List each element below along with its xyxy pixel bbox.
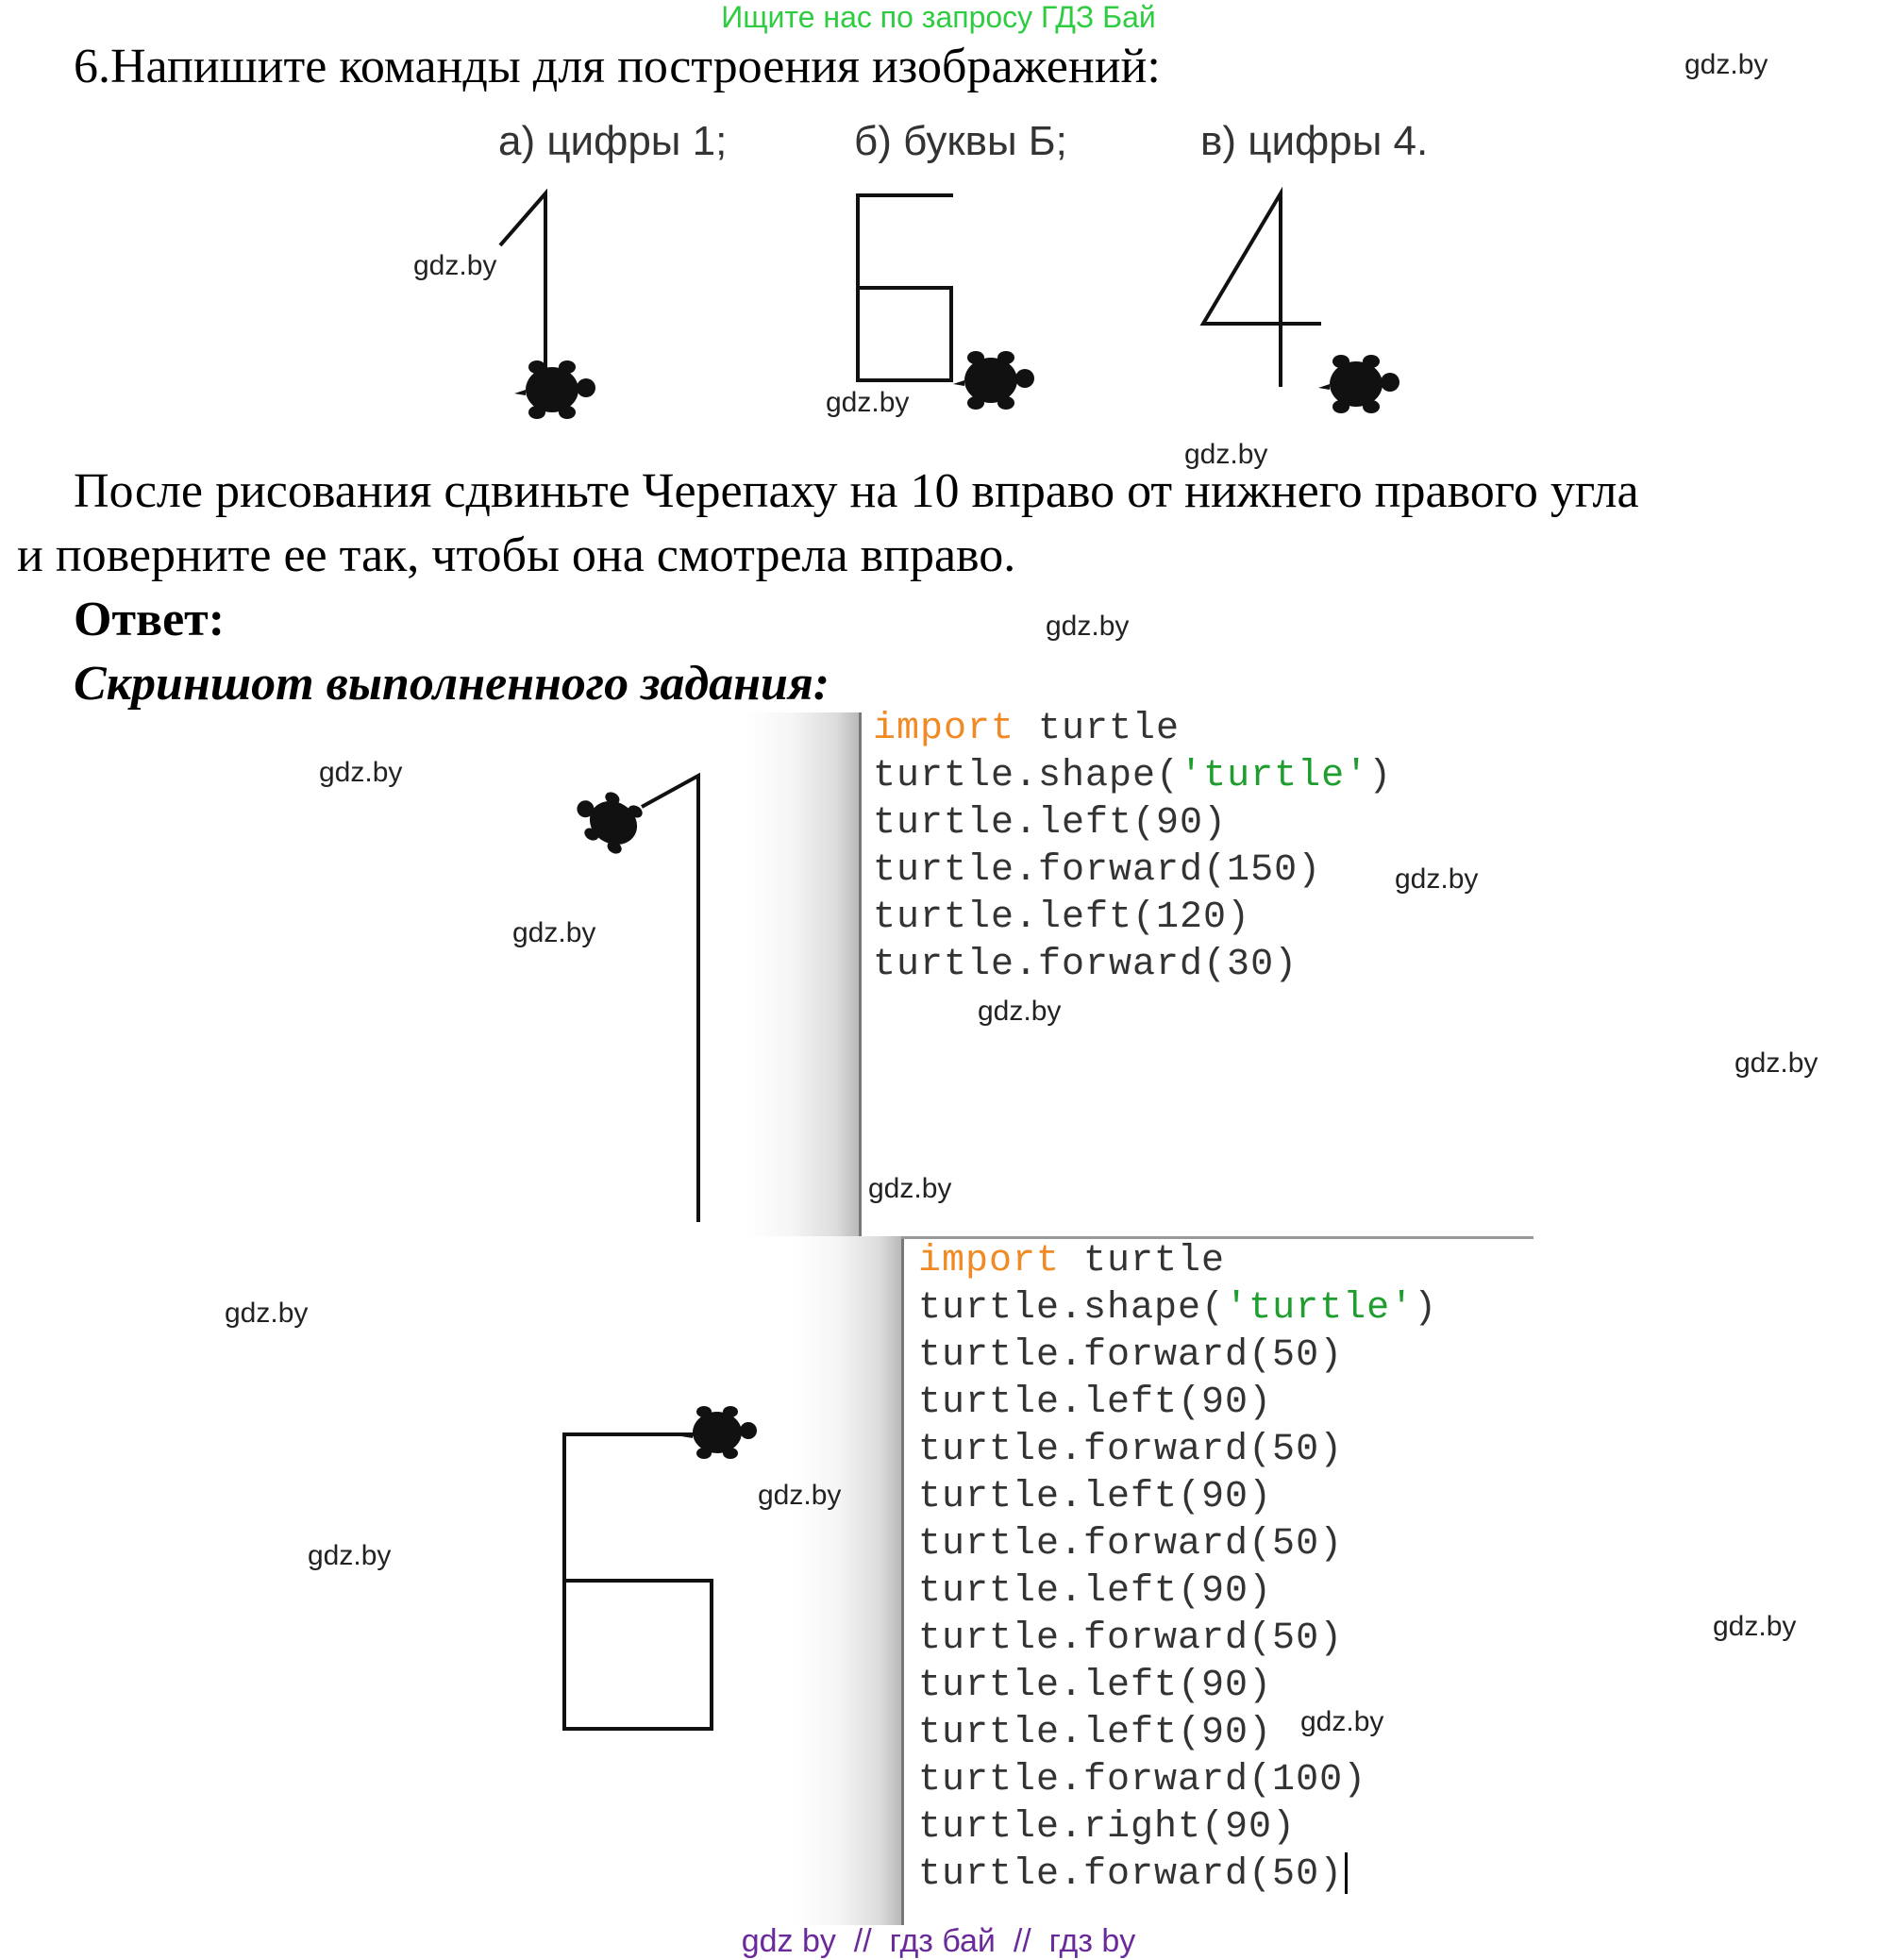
code-line: turtle.left(90) [873,802,1228,845]
watermark: gdz.by [319,757,403,788]
instruction-line-2: и поверните ее так, чтобы она смотрела в… [17,528,1016,582]
watermark: gdz.by [308,1540,392,1571]
figure-letter-b [856,193,1034,410]
option-c-label: в) цифры 4. [1200,118,1429,164]
instruction-line-1: После рисования сдвиньте Черепаху на 10 … [74,464,1639,518]
code-line: turtle.shape('turtle') [918,1287,1438,1330]
watermark: gdz.by [512,917,596,948]
code-editor-2[interactable]: import turtle turtle.shape('turtle') tur… [918,1238,1437,1899]
task-title: 6.Напишите команды для построения изобра… [74,40,1161,93]
code-editor-1[interactable]: import turtle turtle.shape('turtle') tur… [873,706,1392,989]
code-line: turtle.left(90) [918,1382,1273,1424]
code-line: turtle.forward(50) [918,1851,1437,1899]
code-line: turtle.left(120) [873,896,1251,939]
turtle-icon [577,792,643,854]
watermark: gdz.by [1684,49,1768,80]
code-line: turtle.forward(50) [918,1617,1344,1660]
screenshot-1-divider [859,712,862,1236]
turtle-icon [953,351,1034,410]
code-line: import turtle [918,1240,1226,1282]
option-b-label: б) буквы Б; [854,118,1067,164]
text-cursor [1345,1852,1349,1895]
code-line: turtle.left(90) [918,1570,1273,1613]
watermark: gdz.by [1300,1706,1384,1737]
watermark: gdz.by [868,1173,952,1204]
code-line: turtle.shape('turtle') [873,755,1393,797]
watermark: gdz.by [1184,439,1268,470]
screenshot-1-canvas-edge [746,712,859,1236]
watermark: gdz.by [1046,611,1130,642]
screenshot-2-drawing [562,1406,757,1731]
screenshot-2-top-border [901,1236,1533,1239]
code-line: turtle.forward(50) [918,1334,1344,1377]
code-line: turtle.forward(50) [918,1523,1344,1566]
answer-label: Ответ: [74,593,226,646]
code-line: import turtle [873,708,1181,750]
watermark: gdz.by [1395,863,1479,895]
option-a-label: а) цифры 1; [498,118,728,164]
code-line: turtle.left(90) [918,1476,1273,1518]
code-line: turtle.forward(100) [918,1759,1367,1801]
watermark: gdz.by [225,1298,309,1329]
turtle-icon [514,360,595,419]
watermark: gdz.by [1713,1611,1797,1642]
code-line: turtle.left(90) [918,1712,1273,1754]
watermark: gdz.by [978,996,1062,1027]
turtle-icon [681,1406,757,1459]
header-promo: Ищите нас по запросу ГДЗ Бай [721,0,1156,34]
screenshot-label: Скриншот выполненного задания: [74,657,830,711]
watermark: gdz.by [413,250,497,281]
code-line: turtle.forward(30) [873,944,1299,986]
code-line: turtle.forward(50) [918,1429,1344,1471]
turtle-icon [1318,355,1399,413]
code-line: turtle.right(90) [918,1806,1297,1849]
screenshot-2-divider [901,1236,904,1925]
watermark: gdz.by [1735,1047,1818,1079]
screenshot-2-canvas-edge [793,1236,901,1925]
figure-digit-4 [1199,186,1399,413]
code-line: turtle.left(90) [918,1665,1273,1707]
screenshot-1-drawing [577,772,700,1222]
footer-links: gdz by // гдз бай // гдз by [741,1923,1136,1959]
figure-digit-1 [498,188,595,419]
watermark: gdz.by [758,1480,842,1511]
code-line: turtle.forward(150) [873,849,1322,892]
watermark: gdz.by [826,387,910,418]
